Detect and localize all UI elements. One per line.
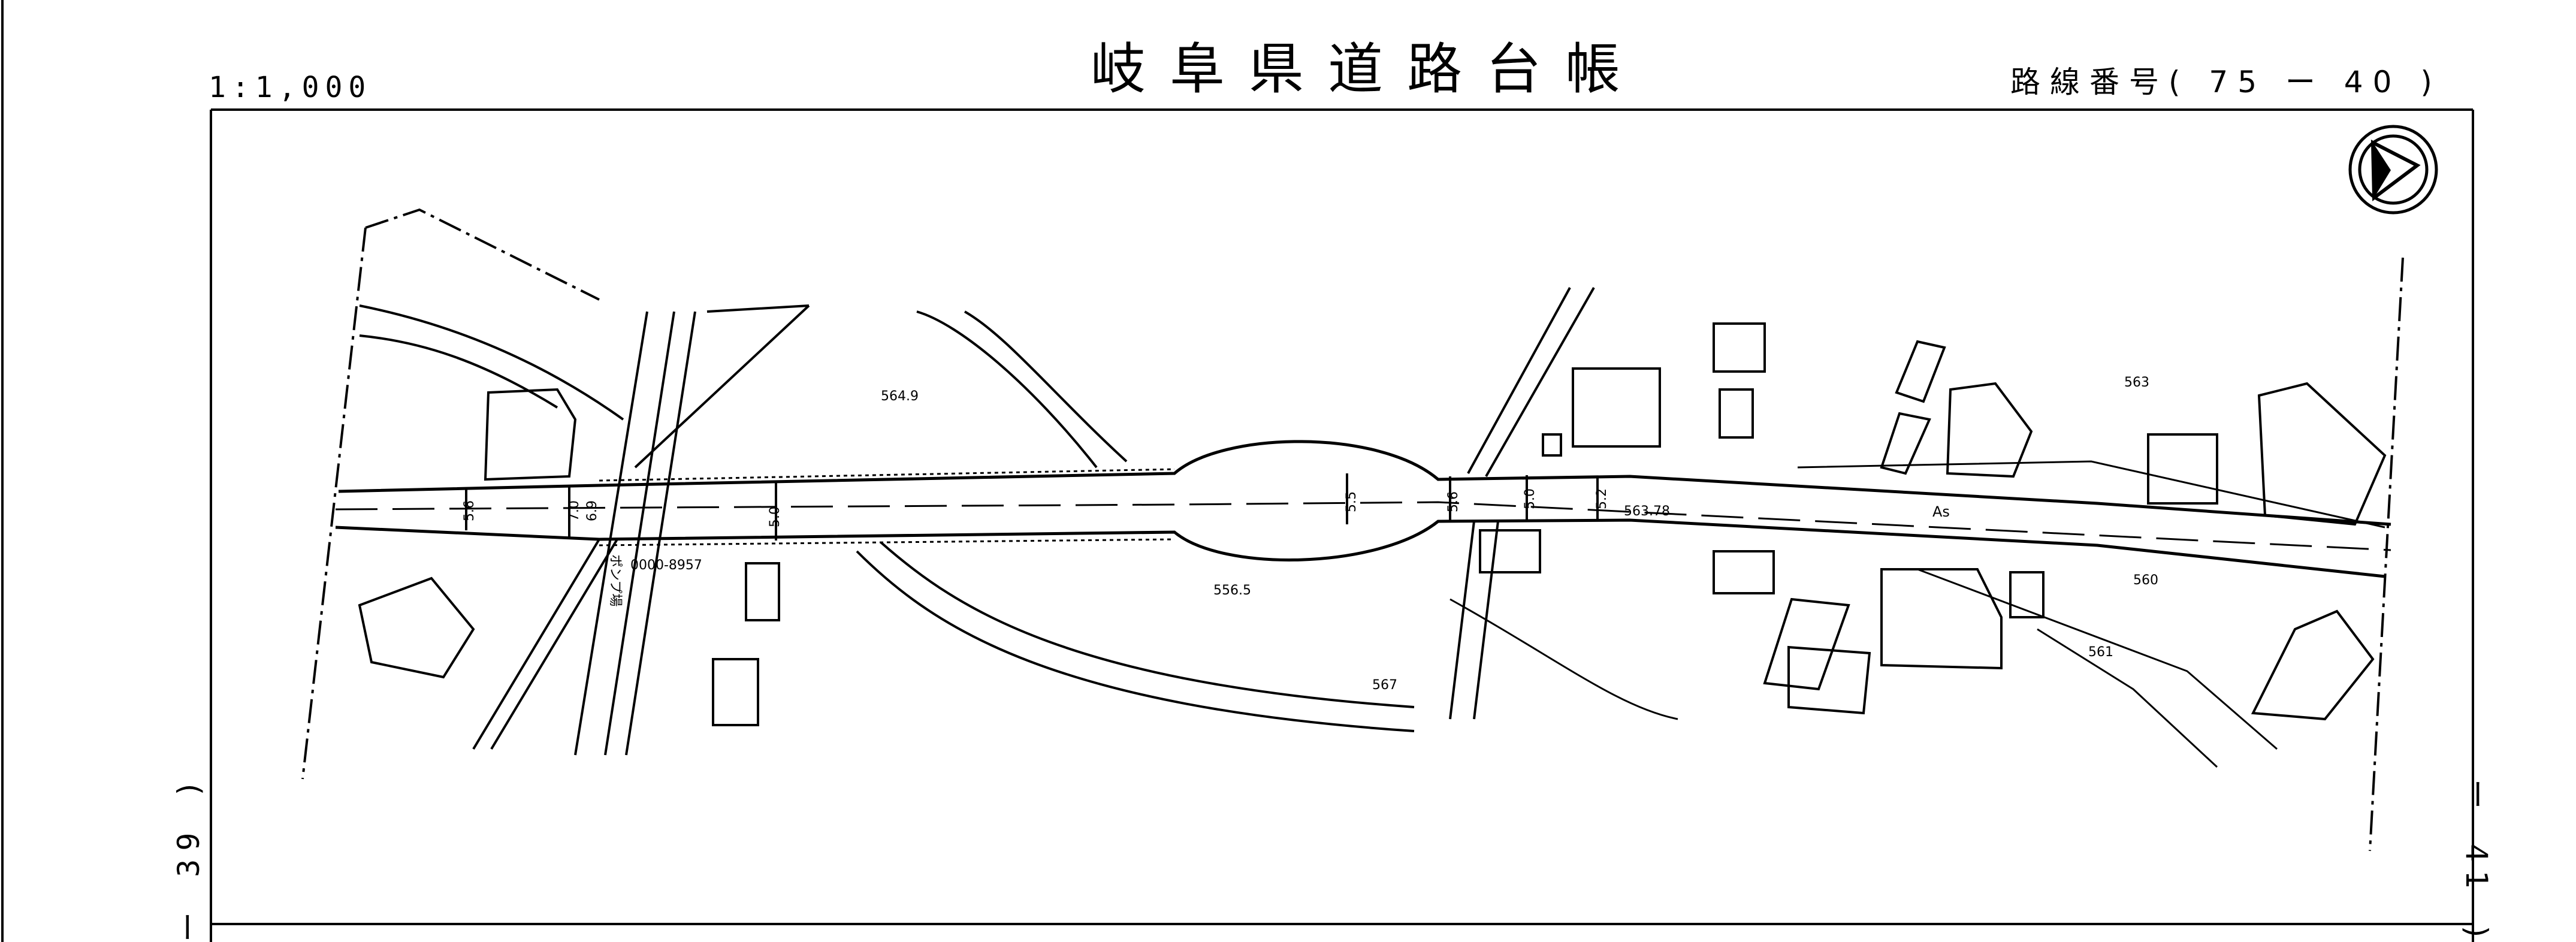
road-width-label: 5.6 — [462, 500, 477, 521]
map-scale: 1:1,000 — [209, 71, 372, 104]
buildings — [358, 322, 2387, 726]
curb-lines — [1449, 460, 2385, 768]
embankments — [359, 304, 1415, 732]
elevation-label: 567 — [1372, 678, 1397, 693]
benchmark-code: 0000-8957 — [630, 558, 702, 573]
elevation-label: 563 — [2124, 375, 2149, 390]
road-width-label: 7.0 — [567, 500, 582, 521]
page-title: 岐阜県道路台帳 — [1091, 37, 1645, 101]
road-width-ticks — [465, 473, 1599, 541]
survey-boundary — [301, 208, 2404, 852]
north-arrow-icon — [2348, 125, 2438, 215]
road-width-label: 5.2 — [1594, 488, 1609, 509]
road-width-label: 5.5 — [1344, 491, 1359, 512]
map-frame — [210, 108, 2474, 942]
road — [335, 287, 2391, 756]
elevation-label: 556.5 — [1213, 583, 1251, 598]
road-width-label: 5.6 — [1446, 491, 1461, 512]
elevation-label: 564.9 — [881, 389, 919, 404]
route-number: 路線番号( 75 ー 40 ) — [2010, 65, 2442, 99]
elevation-label: 561 — [2088, 645, 2113, 660]
road-surface-label: As — [1932, 503, 1950, 520]
road-width-label: 5.0 — [768, 506, 783, 527]
facility-label: ポンプ場 — [608, 554, 623, 606]
road-width-label: 6.9 — [585, 500, 600, 521]
elevation-label: 563.78 — [1624, 504, 1670, 519]
road-width-label: 5.0 — [1523, 488, 1538, 509]
elevation-label: 560 — [2133, 573, 2158, 588]
